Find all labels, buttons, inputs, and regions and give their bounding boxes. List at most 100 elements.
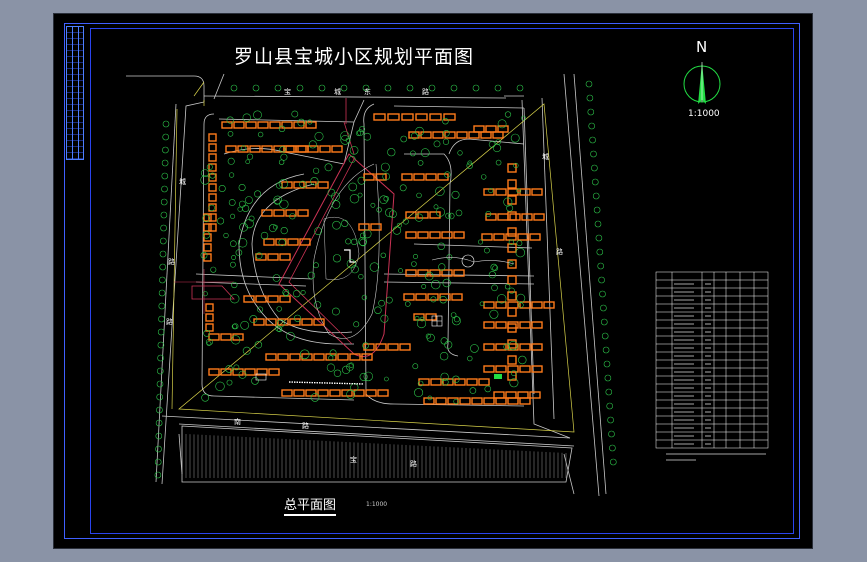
tree-icon	[424, 271, 434, 281]
building	[507, 307, 517, 317]
tree-icon	[590, 150, 597, 158]
tree-icon	[238, 184, 246, 192]
tree-icon	[410, 132, 418, 140]
tree-icon	[333, 369, 342, 377]
tree-icon	[488, 271, 497, 279]
tree-icon	[255, 252, 263, 259]
building	[265, 353, 277, 361]
technical-indicators-table	[655, 271, 769, 461]
building	[483, 365, 495, 373]
building	[203, 223, 212, 232]
tree-icon	[420, 148, 430, 158]
tree-icon	[485, 210, 492, 217]
tree-icon	[217, 217, 225, 225]
tree-icon	[515, 247, 525, 258]
tree-icon	[385, 296, 393, 304]
tree-icon	[157, 341, 165, 349]
tree-icon	[240, 145, 247, 151]
tree-icon	[200, 251, 208, 259]
tree-icon	[483, 247, 490, 254]
tree-icon	[162, 120, 170, 128]
parking-lot	[181, 425, 573, 483]
building	[507, 195, 517, 205]
tree-icon	[200, 169, 209, 177]
building	[495, 321, 507, 329]
building	[447, 397, 459, 405]
building	[293, 181, 305, 189]
tree-icon	[252, 84, 260, 92]
building	[420, 131, 432, 139]
tree-icon	[378, 299, 385, 307]
tree-icon	[492, 265, 499, 271]
tree-icon	[279, 146, 286, 153]
tree-icon	[477, 239, 483, 245]
drawing-title: 罗山县宝城小区规划平面图	[234, 46, 475, 68]
building	[509, 213, 521, 221]
tree-icon	[452, 375, 460, 383]
cad-viewport[interactable]: 宝 城 东 路 城 路 城 路 路 南 路 宝 路 罗山县宝城小区规划平面图 N…	[54, 14, 812, 548]
tree-icon	[591, 178, 599, 186]
tree-icon	[466, 162, 473, 169]
building	[432, 131, 444, 139]
tree-icon	[162, 146, 169, 154]
tree-icon	[157, 354, 164, 362]
building	[444, 131, 456, 139]
tree-icon	[296, 84, 304, 92]
building	[297, 209, 309, 217]
building	[531, 188, 543, 196]
tree-icon	[596, 248, 604, 256]
building	[353, 389, 365, 397]
tree-icon	[404, 301, 411, 307]
building	[519, 365, 531, 373]
tree-icon	[235, 249, 243, 256]
building	[408, 131, 420, 139]
tree-icon	[363, 371, 373, 382]
tree-icon	[448, 212, 455, 220]
tree-icon	[516, 188, 522, 194]
tree-icon	[426, 333, 435, 343]
tree-icon	[310, 177, 319, 186]
tree-icon	[240, 320, 250, 330]
tree-icon	[273, 198, 281, 205]
tree-icon	[419, 316, 425, 322]
building	[507, 211, 517, 221]
building	[505, 391, 517, 399]
building	[281, 389, 293, 397]
tree-icon	[359, 232, 366, 239]
tree-icon	[242, 113, 252, 122]
tree-icon	[299, 349, 310, 360]
site-plan: 宝 城 东 路 城 路 城 路 路 南 路 宝 路	[126, 62, 769, 497]
building	[529, 391, 541, 399]
road-label-bottom-1: 南	[234, 417, 241, 426]
building	[377, 389, 389, 397]
building	[497, 213, 509, 221]
tree-icon	[154, 471, 162, 479]
road-label-top-4: 路	[422, 87, 429, 96]
building	[273, 209, 285, 217]
tree-icon	[433, 140, 441, 148]
road-label-bottom-3: 宝	[350, 455, 357, 464]
tree-icon	[387, 148, 396, 157]
tree-icon	[225, 365, 233, 373]
tree-icon	[441, 378, 449, 386]
tree-icon	[357, 129, 364, 136]
tree-icon	[380, 314, 389, 323]
tree-icon	[226, 116, 234, 124]
tree-icon	[601, 332, 609, 340]
building	[399, 343, 411, 351]
building	[441, 269, 453, 277]
building	[531, 321, 543, 329]
building	[507, 371, 517, 381]
tree-icon	[226, 379, 233, 386]
tree-icon	[481, 174, 487, 180]
tree-icon	[359, 372, 368, 381]
building	[543, 301, 555, 309]
building	[495, 365, 507, 373]
tree-icon	[357, 192, 363, 198]
tree-icon	[202, 291, 208, 297]
tree-icon	[275, 325, 282, 332]
tree-icon	[308, 140, 317, 149]
building	[481, 233, 493, 241]
building	[287, 238, 299, 246]
tree-icon	[400, 135, 408, 143]
